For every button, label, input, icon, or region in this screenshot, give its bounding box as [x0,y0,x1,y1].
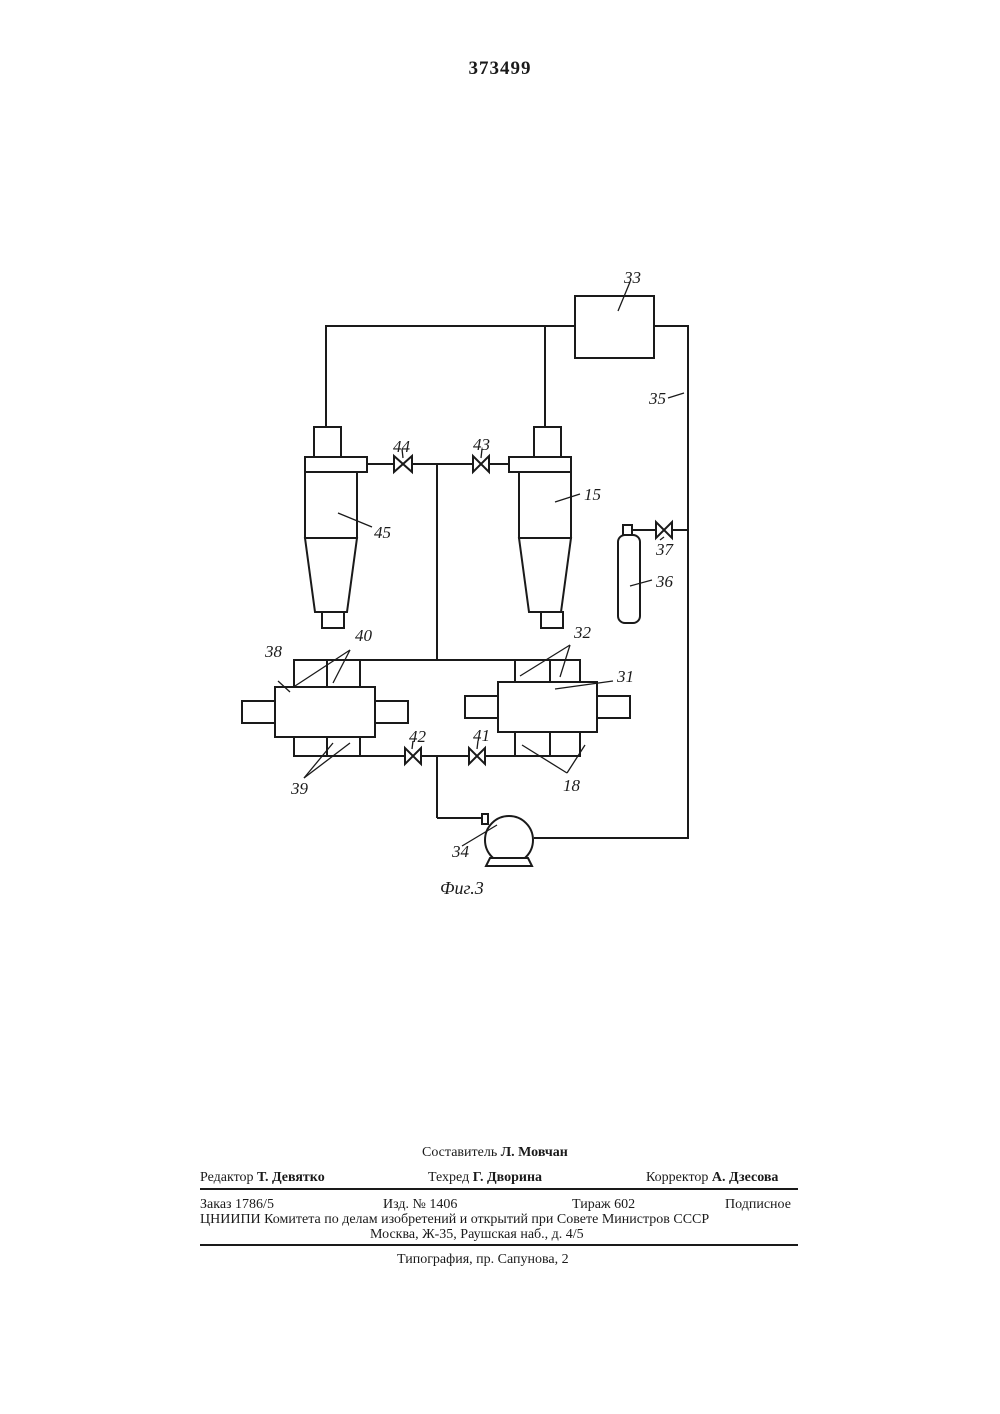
label-38: 38 [264,642,283,661]
label-45: 45 [374,523,391,542]
valve-37 [656,522,672,538]
techred-line: Техред Г. Дворина [428,1170,542,1186]
cyclone-15 [509,427,571,628]
label-18: 18 [563,776,581,795]
label-44: 44 [393,437,411,456]
valve-42 [405,748,421,764]
label-32: 32 [573,623,592,642]
subscription: Подписное [725,1197,791,1213]
label-35: 35 [648,389,666,408]
circulation: Тираж 602 [572,1197,635,1213]
order-number: Заказ 1786/5 [200,1197,274,1213]
valve-44 [394,456,412,472]
label-39: 39 [290,779,309,798]
label-37: 37 [655,540,675,559]
machine-38 [242,660,408,756]
valve-41 [469,748,485,764]
address: Москва, Ж-35, Раушская наб., д. 4/5 [370,1227,584,1243]
editor-line: Редактор Т. Девятко [200,1170,325,1186]
printer: Типография, пр. Сапунова, 2 [397,1252,569,1268]
organization: ЦНИИПИ Комитета по делам изобретений и о… [200,1212,709,1228]
label-40: 40 [355,626,373,645]
label-42: 42 [409,727,427,746]
compiler-line: Составитель Л. Мовчан [422,1145,568,1161]
label-36: 36 [655,572,674,591]
label-34: 34 [451,842,470,861]
label-43: 43 [473,435,490,454]
unit-33-box [575,296,654,358]
valve-43 [473,456,489,472]
corrector-line: Корректор А. Дзесова [646,1170,778,1186]
footer-rule-top [200,1188,798,1190]
figure-caption: Фиг.3 [440,878,484,899]
footer-rule-bottom [200,1244,798,1246]
label-41: 41 [473,726,490,745]
label-15: 15 [584,485,601,504]
label-31: 31 [616,667,634,686]
issue-number: Изд. № 1406 [383,1197,457,1213]
gas-cylinder-36 [618,525,640,623]
label-33: 33 [623,268,641,287]
cyclone-45 [305,427,367,628]
pump-34 [482,814,533,866]
